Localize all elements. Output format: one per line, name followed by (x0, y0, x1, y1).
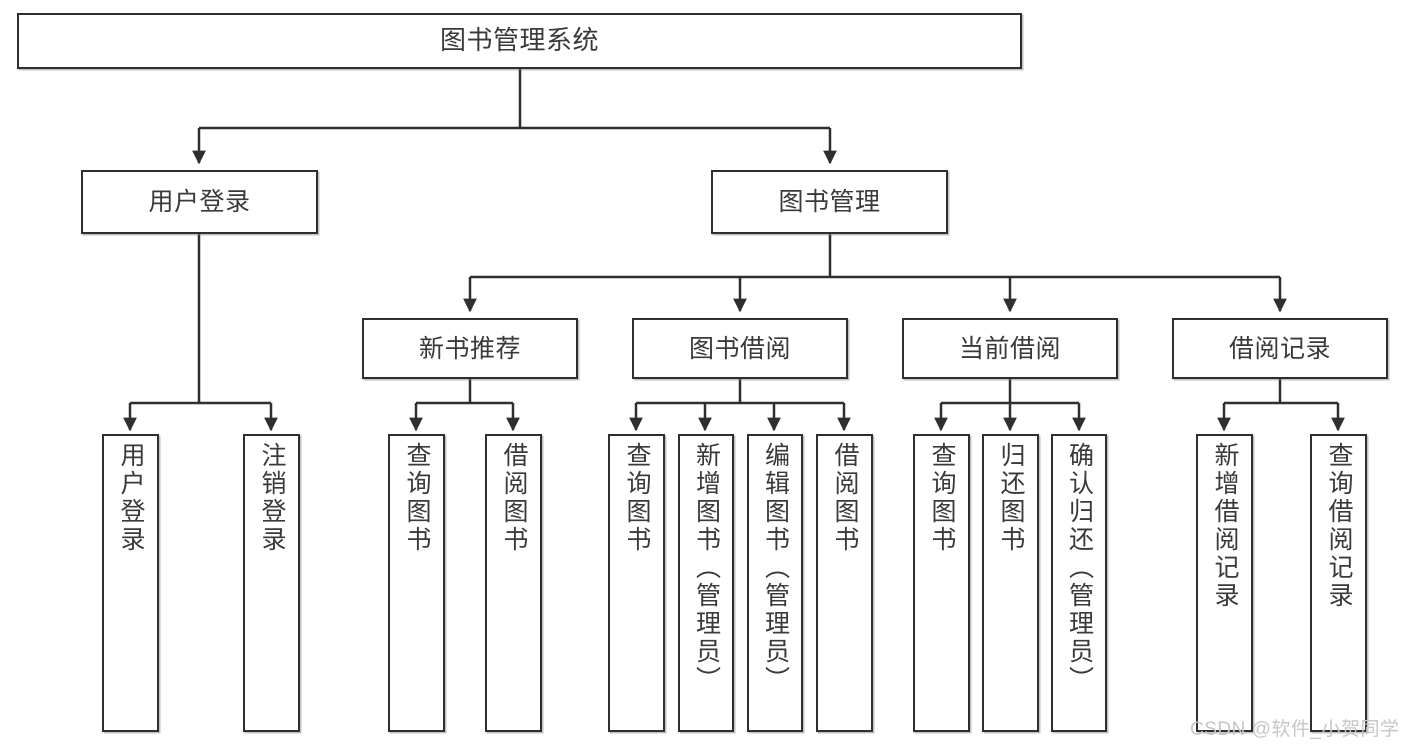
node-book-manage[interactable]: 图书管理 (711, 170, 948, 234)
node-label: 新增图书（管理员） (692, 442, 721, 694)
node-label: 查询图书 (928, 442, 956, 554)
node-label: 查询图书 (403, 442, 431, 554)
node-label: 当前借阅 (958, 334, 1061, 363)
node-book-borrow[interactable]: 图书借阅 (632, 318, 848, 379)
node-label: 用户登录 (148, 188, 251, 216)
leaf-query-book-2[interactable]: 查询图书 (608, 434, 665, 732)
leaf-add-record[interactable]: 新增借阅记录 (1196, 434, 1253, 732)
node-label: 图书管理 (778, 188, 881, 216)
node-current-borrow[interactable]: 当前借阅 (902, 318, 1118, 379)
node-label: 借阅记录 (1228, 334, 1331, 363)
leaf-add-book[interactable]: 新增图书（管理员） (678, 434, 734, 732)
node-label: 图书借阅 (688, 334, 791, 363)
leaf-query-book-1[interactable]: 查询图书 (388, 434, 445, 732)
leaf-query-record[interactable]: 查询借阅记录 (1310, 434, 1367, 732)
leaf-logout[interactable]: 注销登录 (243, 434, 300, 732)
leaf-return-book[interactable]: 归还图书 (982, 434, 1039, 732)
node-borrow-record[interactable]: 借阅记录 (1172, 318, 1388, 379)
leaf-edit-book[interactable]: 编辑图书（管理员） (747, 434, 803, 732)
node-label: 归还图书 (997, 442, 1025, 554)
leaf-borrow-book-1[interactable]: 借阅图书 (485, 434, 542, 732)
node-label: 查询借阅记录 (1325, 442, 1353, 610)
node-new-book-recommend[interactable]: 新书推荐 (362, 318, 578, 379)
node-label: 用户登录 (117, 442, 145, 554)
node-label: 确认归还（管理员） (1065, 442, 1094, 694)
node-label: 新书推荐 (418, 334, 521, 363)
node-label: 查询图书 (623, 442, 651, 554)
node-label: 注销登录 (258, 442, 286, 554)
leaf-borrow-book-2[interactable]: 借阅图书 (816, 434, 873, 732)
node-label: 图书管理系统 (439, 25, 599, 56)
node-user-login[interactable]: 用户登录 (81, 170, 318, 234)
node-label: 借阅图书 (831, 442, 859, 554)
csdn-watermark: CSDN @软件_小贺同学 (1190, 719, 1400, 740)
node-label: 编辑图书（管理员） (761, 442, 790, 694)
leaf-user-login[interactable]: 用户登录 (102, 434, 159, 732)
node-label: 新增借阅记录 (1211, 442, 1239, 610)
node-root-system[interactable]: 图书管理系统 (17, 13, 1022, 69)
leaf-confirm-return[interactable]: 确认归还（管理员） (1051, 434, 1107, 732)
leaf-query-book-3[interactable]: 查询图书 (913, 434, 970, 732)
node-label: 借阅图书 (500, 442, 528, 554)
